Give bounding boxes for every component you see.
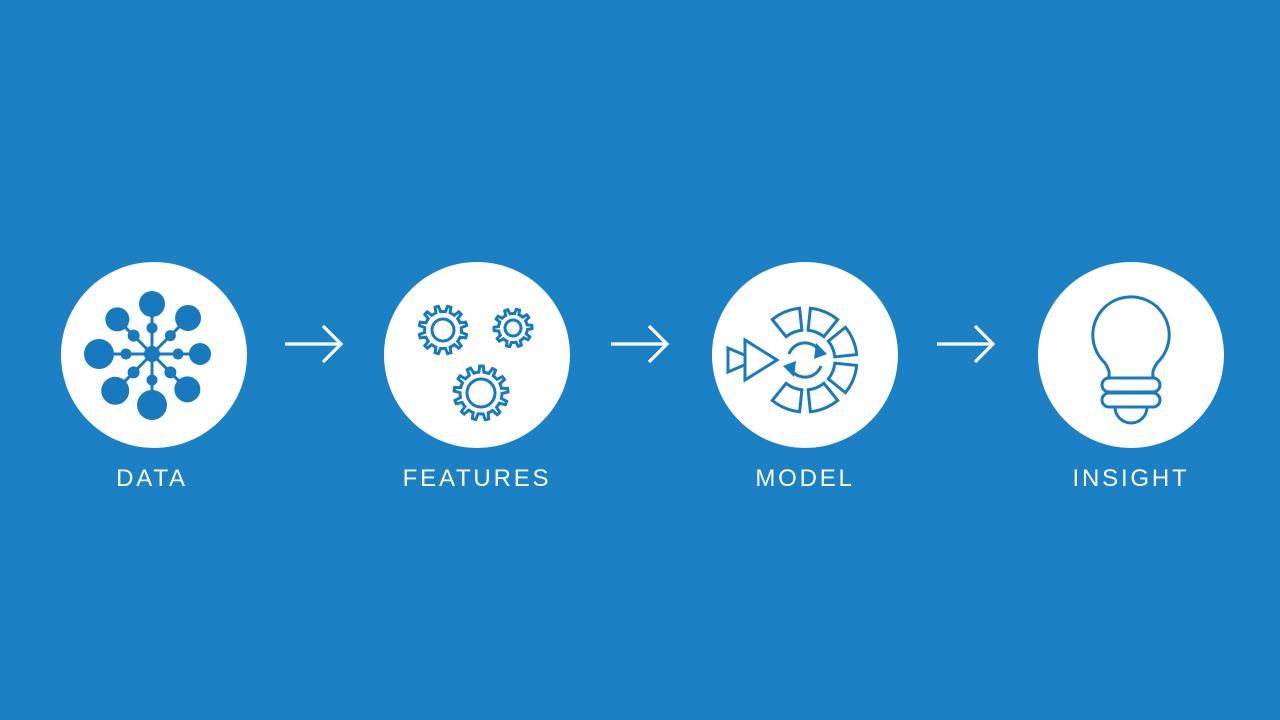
stage-circle	[384, 262, 570, 448]
stage-circle	[1038, 262, 1224, 448]
stage-circle	[61, 262, 247, 448]
bulb-screw-band	[1100, 391, 1162, 409]
segmented-ring-icon	[770, 306, 859, 414]
lightbulb-icon	[1091, 295, 1171, 425]
bulb-base-tip	[1113, 406, 1149, 425]
gear-bottom-icon	[452, 364, 510, 422]
refresh-arrows-icon	[783, 341, 827, 379]
stage-label-model: MODEL	[755, 465, 855, 492]
stage-circle	[712, 262, 898, 448]
stage-label-insight: INSIGHT	[1072, 465, 1190, 492]
right-arrow-icon	[611, 324, 670, 364]
model-cycle-icon	[726, 306, 859, 414]
right-arrow-icon	[937, 324, 996, 364]
gears-icon	[417, 304, 534, 422]
bulb-screw-band	[1100, 376, 1162, 394]
stage-label-data: DATA	[116, 465, 188, 492]
right-arrow-icon	[285, 324, 344, 364]
stage-label-features: FEATURES	[402, 465, 552, 492]
gear-top-right-icon	[492, 307, 534, 349]
bulb-glass	[1091, 295, 1171, 380]
gear-top-left-icon	[417, 304, 469, 356]
input-triangles-icon	[726, 337, 780, 383]
network-hub-icon	[84, 291, 211, 420]
